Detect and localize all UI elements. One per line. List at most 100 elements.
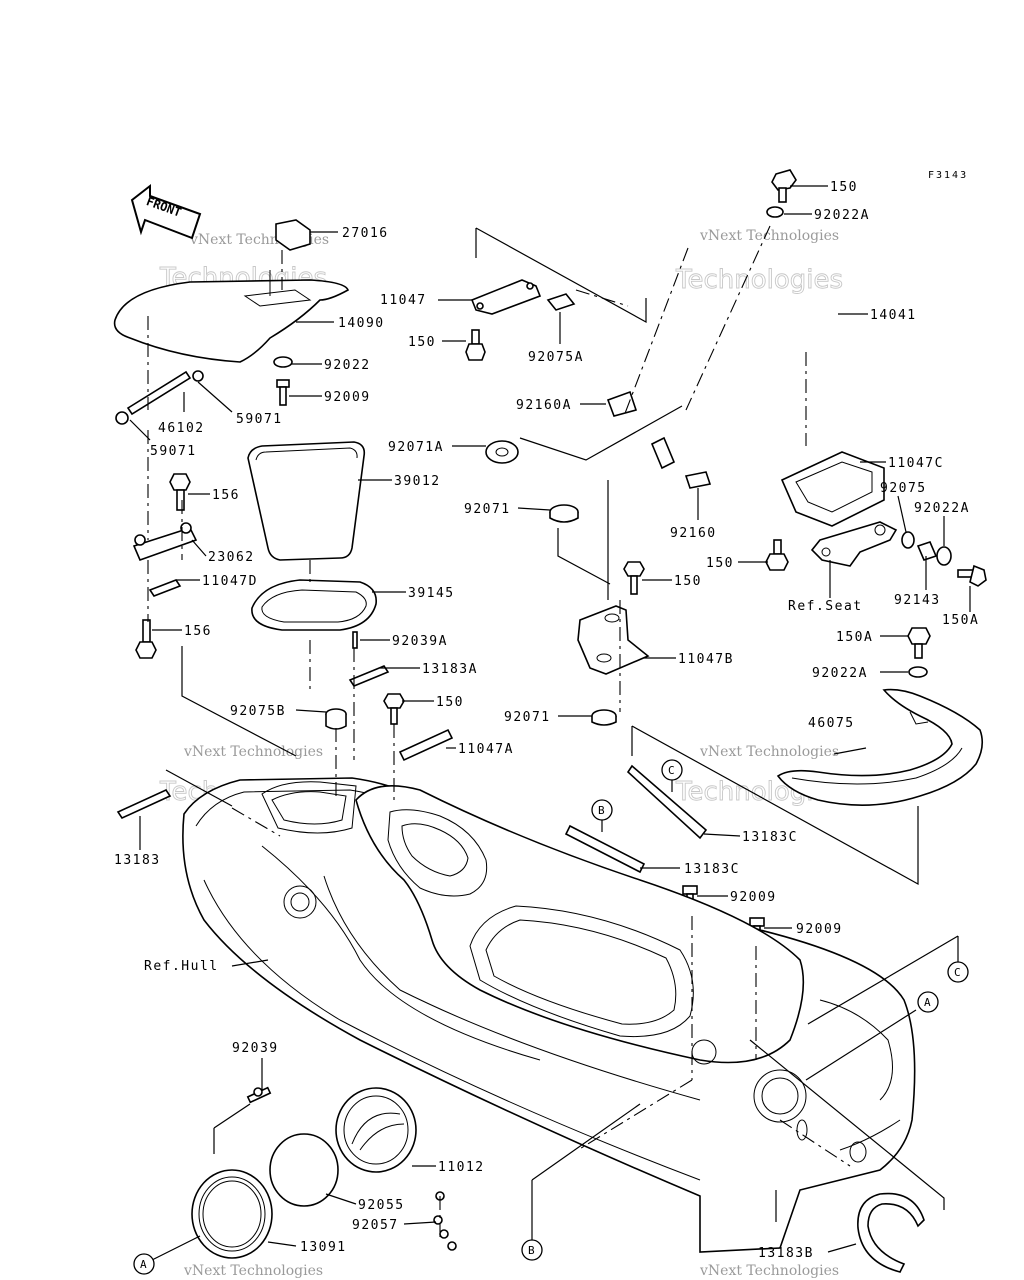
- part-label: 27016: [342, 226, 389, 241]
- part-label: 156: [212, 488, 240, 503]
- part-label: 13091: [300, 1240, 347, 1255]
- clip-59071-b: [115, 411, 129, 425]
- part-label: 92160: [670, 526, 717, 541]
- pad-92160: [684, 471, 712, 489]
- watermark-text: Technologies: [675, 265, 843, 295]
- part-27016: [275, 219, 311, 251]
- part-label: 150: [436, 695, 464, 710]
- watermark-text: vNext Technologies: [699, 228, 839, 244]
- bolt-150-mid: [383, 693, 405, 725]
- part-label: 92160A: [516, 398, 572, 413]
- part-label: 92057: [352, 1218, 399, 1233]
- pin-92039A: [352, 631, 358, 649]
- washer-92022: [273, 356, 293, 368]
- rod-46102: [126, 370, 192, 416]
- bolt-150-c: [623, 561, 645, 595]
- part-label: 92039A: [392, 634, 448, 649]
- part-label: 46075: [808, 716, 855, 731]
- part-label: 39012: [394, 474, 441, 489]
- part-label: 11047B: [678, 652, 734, 667]
- washer-92022A-low: [908, 666, 928, 678]
- grommet-92071-b: [591, 709, 617, 726]
- gasket-39145: [251, 579, 377, 631]
- part-label: 92143: [894, 593, 941, 608]
- plate-13183C-a: [626, 764, 708, 840]
- callout-c-right: C: [947, 961, 969, 983]
- dashed-lines: [147, 225, 851, 1240]
- part-label: 150A: [836, 630, 873, 645]
- part-label: 150: [408, 335, 436, 350]
- plate-13183A: [348, 665, 390, 687]
- plate-13183: [116, 788, 172, 820]
- leader-lines: [129, 185, 971, 1261]
- part-label: 23062: [208, 550, 255, 565]
- callout-label: B: [598, 804, 605, 817]
- front-arrow: FRONT: [130, 183, 202, 240]
- cap-92075B: [325, 708, 347, 730]
- part-label: 92022A: [814, 208, 870, 223]
- hull: [182, 777, 916, 1253]
- part-label: 92075A: [528, 350, 584, 365]
- part-label: 92022: [324, 358, 371, 373]
- storage-bin: [247, 441, 366, 561]
- part-label: 92075: [880, 481, 927, 496]
- washer-92022A-mid: [936, 546, 952, 566]
- watermark-text: vNext Technologies: [183, 744, 323, 760]
- part-label: 13183B: [758, 1246, 814, 1261]
- pad-92160-a: [650, 436, 676, 470]
- part-label: 13183C: [742, 830, 798, 845]
- part-label: Ref.Seat: [788, 599, 863, 614]
- part-label: 46102: [158, 421, 205, 436]
- storage-cover: [113, 270, 349, 363]
- callout-label: A: [140, 1258, 147, 1271]
- part-label: 156: [184, 624, 212, 639]
- screw-92009-top: [276, 379, 290, 406]
- part-label: 92055: [358, 1198, 405, 1213]
- bolt-150-d: [765, 539, 789, 571]
- part-label: 150: [830, 180, 858, 195]
- watermark-text: vNext Technologies: [699, 744, 839, 760]
- part-label: 11047D: [202, 574, 258, 589]
- part-label: 92022A: [914, 501, 970, 516]
- callout-label: B: [528, 1244, 535, 1257]
- part-label: 92022A: [812, 666, 868, 681]
- part-label: 13183A: [422, 662, 478, 677]
- pin-92039: [246, 1086, 272, 1104]
- gasket-92055: [269, 1133, 339, 1207]
- bracket-11047: [470, 279, 542, 315]
- bracket-11047B: [577, 605, 650, 675]
- grommet-92071A: [485, 440, 519, 464]
- part-label: 92071: [504, 710, 551, 725]
- watermark-text: vNext Technologies: [699, 1263, 839, 1279]
- bracket-11047D: [148, 579, 182, 597]
- callout-c-top: C: [661, 759, 683, 781]
- callout-label: C: [668, 764, 675, 777]
- part-label: 13183C: [684, 862, 740, 877]
- bracket-11047A: [398, 728, 454, 762]
- pad-92160A: [606, 390, 638, 417]
- part-label: 92071A: [388, 440, 444, 455]
- part-label: 11047A: [458, 742, 514, 757]
- part-label: 39145: [408, 586, 455, 601]
- callout-label: C: [954, 966, 961, 979]
- part-label: 92009: [796, 922, 843, 937]
- part-label: 13183: [114, 853, 161, 868]
- part-label: 11047C: [888, 456, 944, 471]
- part-label: 150A: [942, 613, 979, 628]
- bolt-156-b: [135, 619, 157, 659]
- part-label: 92009: [324, 390, 371, 405]
- part-label: 11047: [380, 293, 427, 308]
- part-label: 11012: [438, 1160, 485, 1175]
- grab-handle-46075: [776, 688, 984, 806]
- bolt-150-right: [771, 169, 797, 203]
- part-label: 14041: [870, 308, 917, 323]
- seat-bracket: [810, 521, 898, 567]
- cover-13091: [191, 1169, 273, 1259]
- pad-92075A: [546, 293, 576, 311]
- part-label: Ref.Hull: [144, 959, 219, 974]
- nut-92075: [901, 531, 915, 549]
- part-label: 92039: [232, 1041, 279, 1056]
- bracket-11047C: [780, 451, 885, 527]
- ring-13183B: [857, 1192, 925, 1273]
